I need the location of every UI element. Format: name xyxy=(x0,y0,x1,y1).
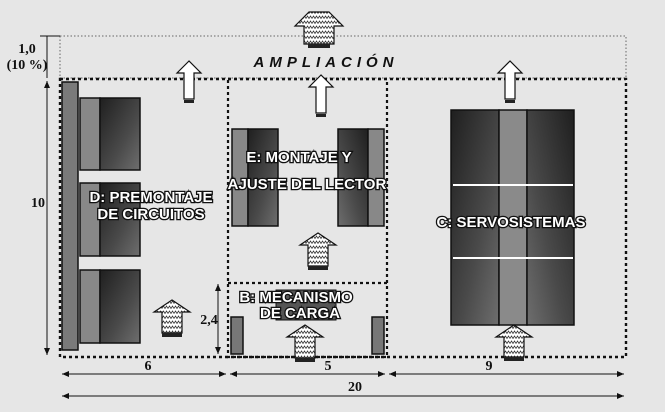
flow-arrow-icon xyxy=(285,324,325,359)
zone-d-machine xyxy=(79,182,141,257)
up-arrow-base xyxy=(308,44,330,48)
zone-c-label: C: SERVOSISTEMAS xyxy=(437,214,586,231)
arrow-head-icon xyxy=(215,284,221,291)
expansion-label: AMPLIACIÓN xyxy=(253,53,399,71)
up-arrow-icon xyxy=(175,60,203,100)
up-arrow-icon xyxy=(307,74,335,114)
flow-arrow-icon xyxy=(152,299,192,334)
width-e-value: 5 xyxy=(325,359,332,374)
arrow-head-icon xyxy=(617,371,624,377)
zone-c-machine xyxy=(450,109,575,326)
zone-b-label: B: MECANISMO xyxy=(239,289,353,306)
zone-d-machine xyxy=(79,97,141,171)
up-arrow-base xyxy=(316,114,326,117)
zone-d-machine xyxy=(79,269,141,344)
expansion-height-percent: (10 %) xyxy=(7,58,48,73)
up-arrow-base xyxy=(184,100,194,103)
arrow-head-icon xyxy=(378,371,385,377)
zone-e-machine-right xyxy=(337,128,385,227)
zone-e-label: E: MONTAJE Y xyxy=(246,149,351,166)
total-width-value: 20 xyxy=(348,380,362,395)
arrow-head-icon xyxy=(44,81,50,88)
zone-b-machine-left xyxy=(230,316,244,355)
arrow-head-icon xyxy=(215,347,221,354)
up-arrow-icon xyxy=(496,60,524,100)
zone-b-machine-right xyxy=(371,316,385,355)
zone-e-label: AJUSTE DEL LECTOR xyxy=(228,176,387,193)
flow-arrow-icon xyxy=(298,232,338,267)
b-height-dimension-value: 2,4 xyxy=(200,313,218,328)
zone-b-label: DE CARGA xyxy=(260,305,340,322)
arrow-head-icon xyxy=(389,371,396,377)
arrow-head-icon xyxy=(62,393,69,399)
up-arrow-icon xyxy=(293,11,345,45)
expansion-height-value: 1,0 xyxy=(18,42,36,57)
arrow-head-icon xyxy=(230,371,237,377)
height-dimension-value: 10 xyxy=(31,196,45,211)
arrow-head-icon xyxy=(44,348,50,355)
arrow-head-icon xyxy=(617,393,624,399)
flow-arrow-base xyxy=(162,333,182,337)
expansion-area-border xyxy=(59,35,627,79)
zone-d-label: D: PREMONTAJE xyxy=(89,189,212,206)
flow-arrow-icon xyxy=(494,324,534,358)
up-arrow-base xyxy=(505,100,515,103)
width-c-value: 9 xyxy=(486,359,493,374)
zone-b-machine-center xyxy=(275,289,337,321)
flow-arrow-base xyxy=(308,266,328,270)
arrow-head-icon xyxy=(219,371,226,377)
flow-arrow-base xyxy=(295,358,315,362)
zone-e-machine-left xyxy=(231,128,279,227)
flow-arrow-base xyxy=(504,357,524,361)
zone-d-label: DE CIRCUITOS xyxy=(97,206,204,223)
zone-d-wall-bar xyxy=(61,81,79,351)
arrow-head-icon xyxy=(62,371,69,377)
width-d-value: 6 xyxy=(145,359,152,374)
